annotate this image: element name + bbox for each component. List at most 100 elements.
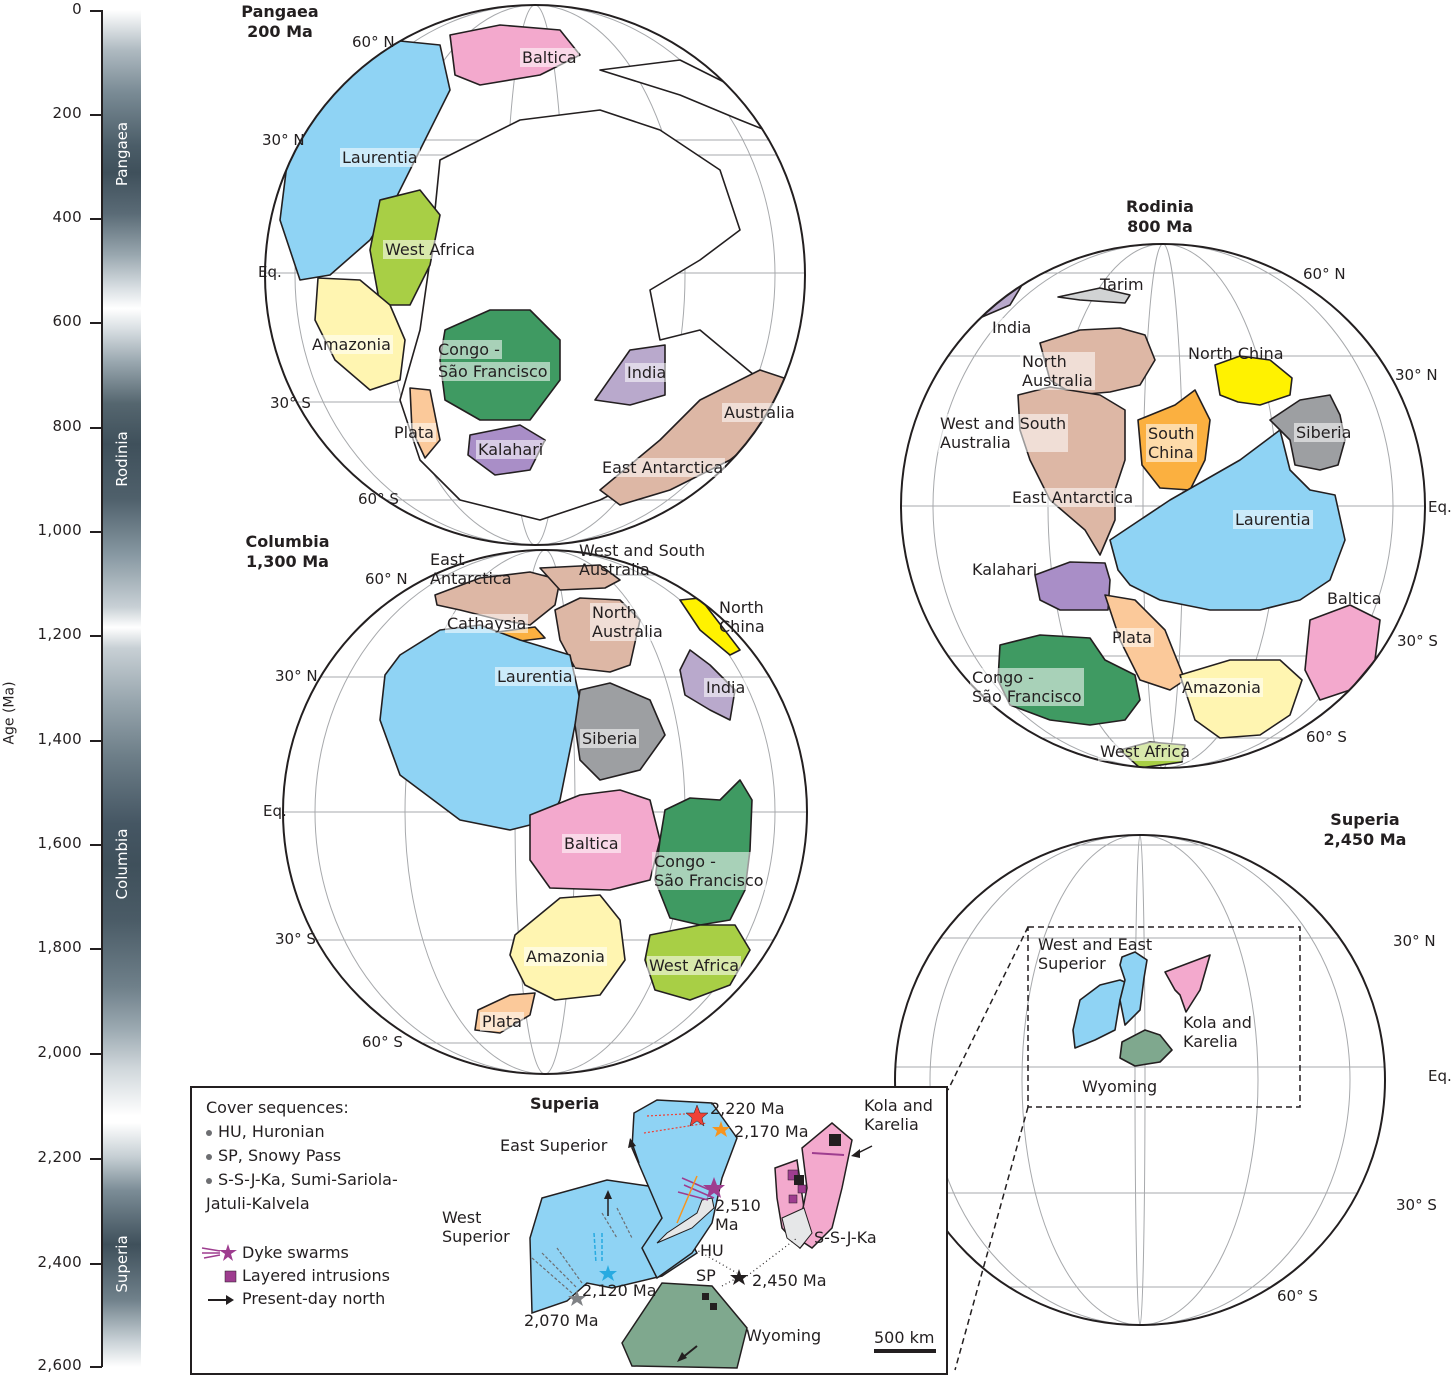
tick-mark [90,1263,102,1265]
tick-label: 2,000 [37,1043,82,1061]
legend-text: HU, Huronian [218,1122,325,1141]
continent-label-india: India [625,363,669,382]
legend-cover-title: Cover sequences: [206,1098,349,1117]
label-line: North [592,603,637,622]
tick-mark [90,740,102,742]
legend-item-snowy-pass: SP, Snowy Pass [206,1146,341,1166]
continent-label-south-china: South China [1146,424,1197,462]
continent-label-baltica: Baltica [562,834,621,853]
lat-label-60n: 60° N [352,33,395,51]
legend-present-day-north: Present-day north [242,1289,386,1308]
continent-label-west-south-australia: West and South Australia [938,414,1069,452]
label-ssjka: S-S-J-Ka [814,1228,877,1247]
label-line: West and East [1038,935,1153,954]
continent-label-north-china: North China [717,598,767,636]
bullet-icon [206,1177,212,1184]
lat-label-30s: 30° S [1396,1196,1437,1214]
label-line: West and South [579,541,706,560]
inset-title: Superia [530,1094,600,1113]
columbia-map-title: Columbia 1,300 Ma [240,532,335,572]
label-line: East [430,550,465,569]
superia-detail-map [529,1099,873,1369]
map-title-name: Columbia [245,532,330,551]
lat-label-30s: 30° S [1397,632,1438,650]
continent-label-wyoming: Wyoming [1082,1077,1158,1096]
legend-text: S-S-J-Ka, Sumi-Sariola- [218,1170,398,1189]
legend-layered-intrusions: Layered intrusions [242,1266,390,1285]
tick-label: 400 [52,208,82,226]
tick-label: 1,000 [37,521,82,539]
lat-label-60n: 60° N [365,570,408,588]
label-hu: HU [700,1241,724,1260]
label-line: São Francisco [972,687,1082,706]
tick-label: 200 [52,104,82,122]
age-2170: 2,170 Ma [734,1122,809,1141]
label-line: China [1148,443,1194,462]
label-line: West and South [940,414,1067,433]
continent-label-india: India [704,678,748,697]
tick-mark [90,427,102,429]
label-sp: SP [696,1266,716,1285]
legend-text: SP, Snowy Pass [218,1146,342,1165]
continent-label-sao-francisco: São Francisco [436,362,550,381]
layered-intrusion-square-icon [224,1270,237,1283]
legend-item-ssjka: S-S-J-Ka, Sumi-Sariola- [206,1170,398,1190]
label-west-superior: West Superior [442,1208,510,1246]
tick-label: 800 [52,417,82,435]
legend-item-ssjka-cont: Jatuli-Kalvela [206,1194,310,1213]
lat-label-eq: Eq. [1428,1067,1452,1085]
map-title-age: 200 Ma [247,22,313,41]
age-axis-line [101,10,103,1367]
lat-label-eq: Eq. [258,263,282,281]
legend-item-huronian: HU, Huronian [206,1122,325,1142]
label-line: South [1148,424,1195,443]
continent-label-north-australia: North Australia [1020,352,1095,390]
continent-label-west-africa: West Africa [383,240,478,259]
tick-mark [90,1158,102,1160]
continent-label-plata: Plata [480,1012,524,1031]
pangaea-map-title: Pangaea 200 Ma [240,2,320,42]
label-line: 2,510 [715,1196,761,1215]
continent-label-kalahari: Kalahari [972,560,1038,579]
continent-label-kola-karelia: Kola and Karelia [1181,1013,1254,1051]
continent-label-laurentia: Laurentia [1233,510,1313,529]
continent-label-cathaysia: Cathaysia [445,614,529,633]
tick-mark [90,10,102,12]
continent-label-east-antarctica: East Antarctica [428,550,514,588]
superia-detail-inset: Cover sequences: HU, Huronian SP, Snowy … [190,1086,948,1375]
tick-mark [90,322,102,324]
map-title-age: 2,450 Ma [1323,830,1407,849]
tick-label: 0 [72,0,82,18]
lat-label-60s: 60° S [358,490,399,508]
map-title-name: Superia [1330,810,1400,829]
continent-label-siberia: Siberia [580,729,640,748]
label-line: Congo - [972,668,1034,687]
lat-label-30n: 30° N [262,131,305,149]
continent-label-north-china: North China [1188,344,1284,363]
age-2120: 2,120 Ma [582,1281,657,1300]
label-line: Kola and [864,1096,933,1115]
lat-label-eq: Eq. [1428,498,1452,516]
map-title-name: Pangaea [241,2,319,21]
label-line: Australia [592,622,663,641]
label-line: Ma [715,1215,739,1234]
continent-label-amazonia: Amazonia [1180,678,1263,697]
label-line: Australia [1022,371,1093,390]
tick-mark [90,844,102,846]
label-line: Antarctica [430,569,512,588]
label-kola-karelia: Kola and Karelia [864,1096,933,1134]
age-2070: 2,070 Ma [524,1311,599,1330]
lat-label-30s: 30° S [270,394,311,412]
tick-label: 1,800 [37,938,82,956]
continent-label-congo: Congo - [436,340,502,359]
label-line: Congo - [654,852,716,871]
tick-label: 600 [52,312,82,330]
continent-label-baltica: Baltica [1327,589,1382,608]
tick-mark [90,531,102,533]
superia-map-title: Superia 2,450 Ma [1315,810,1415,850]
continent-label-kalahari: Kalahari [476,440,546,459]
label-line: São Francisco [654,871,764,890]
bullet-icon [206,1129,212,1136]
lat-label-60s: 60° S [362,1033,403,1051]
map-title-age: 800 Ma [1127,217,1193,236]
